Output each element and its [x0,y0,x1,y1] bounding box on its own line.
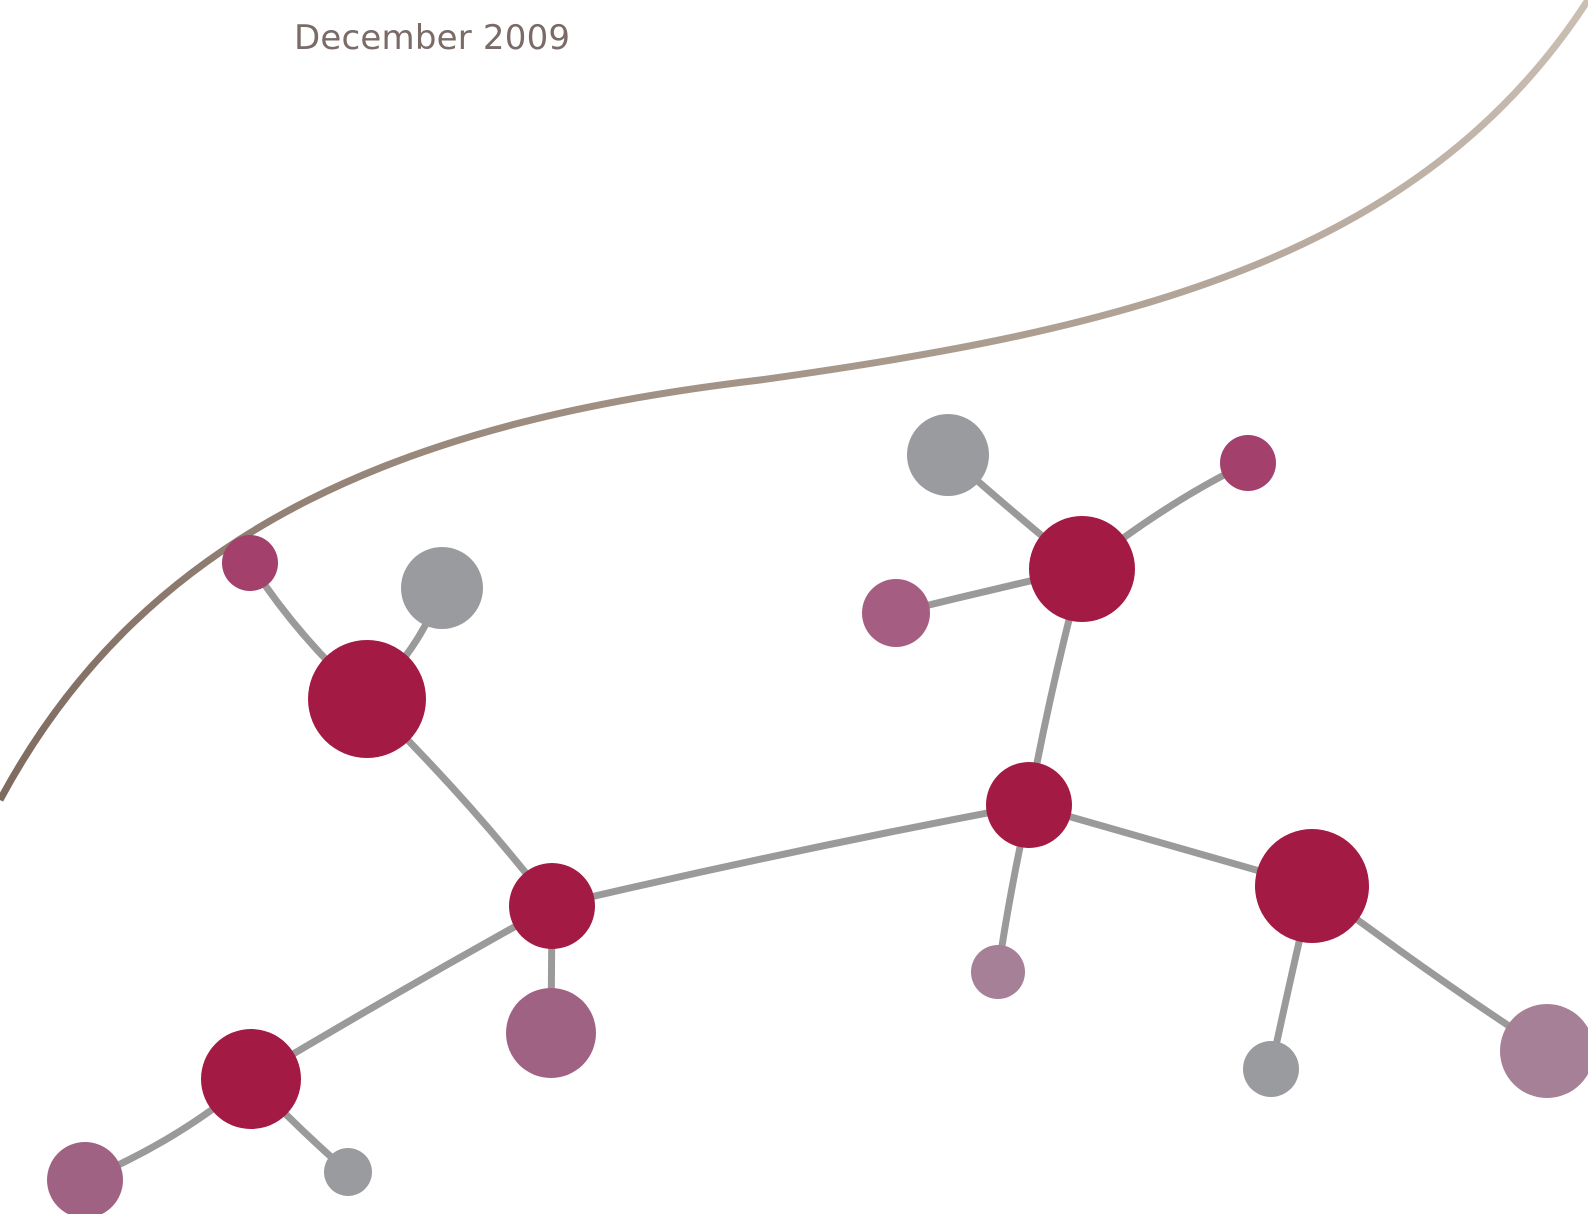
atom-node [971,945,1025,999]
bond [548,801,1033,910]
molecule-bonds [81,451,1551,1184]
atom-node [1220,435,1276,491]
atom-node [986,762,1072,848]
atom-node [1255,829,1369,943]
atom-node [862,579,930,647]
atom-node [506,988,596,1078]
atom-node [907,414,989,496]
atom-node [201,1029,301,1129]
atom-node [401,547,483,629]
decorative-swoosh-curve [0,0,1588,802]
atom-node [1500,1004,1588,1098]
atom-node [308,640,426,758]
atom-node [1243,1041,1299,1097]
atom-node [1029,516,1135,622]
cover-date: December 2009 [294,18,571,58]
atom-node [509,863,595,949]
atom-node [222,535,278,591]
molecule-atoms [47,414,1588,1214]
swoosh-stroke [0,0,1588,802]
bond [247,902,556,1083]
atom-node [324,1148,372,1196]
atom-node [47,1142,123,1214]
